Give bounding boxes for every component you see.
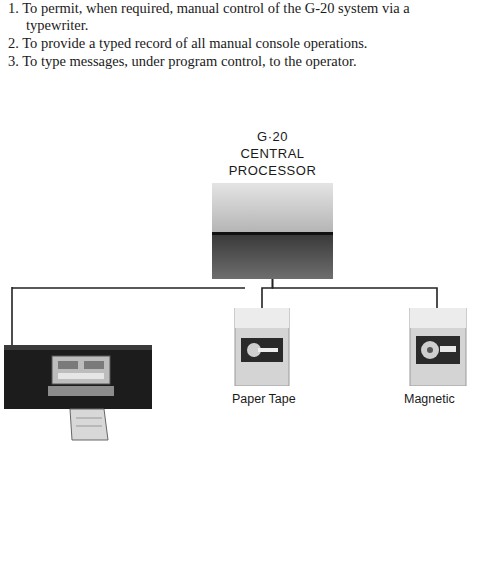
console-body bbox=[4, 345, 152, 409]
unit-label: Paper Tape bbox=[232, 392, 332, 407]
paper-tape-unit bbox=[232, 308, 292, 386]
typewriter-paper bbox=[70, 409, 108, 440]
list-item: 1. To permit, when required, manual cont… bbox=[8, 0, 470, 34]
unit-label: Magnetic bbox=[404, 392, 474, 407]
bus-line bbox=[12, 287, 245, 289]
list-item: 2. To provide a typed record of all manu… bbox=[8, 35, 470, 52]
purpose-list: 1. To permit, when required, manual cont… bbox=[8, 0, 470, 71]
drop-line bbox=[11, 287, 13, 345]
processor-cabinet bbox=[185, 183, 360, 279]
processor-node: G·20 CENTRAL PROCESSOR bbox=[185, 128, 360, 279]
connector-line bbox=[273, 279, 438, 308]
console-panel bbox=[52, 356, 110, 384]
list-item: 3. To type messages, under program contr… bbox=[8, 53, 470, 70]
device-node: Paper Tape bbox=[232, 308, 332, 407]
connector-line bbox=[262, 279, 273, 308]
device-node: Magnetic bbox=[404, 308, 474, 407]
unit-title: G·20 CENTRAL PROCESSOR bbox=[223, 128, 322, 179]
magnetic-tape-unit bbox=[404, 308, 470, 386]
